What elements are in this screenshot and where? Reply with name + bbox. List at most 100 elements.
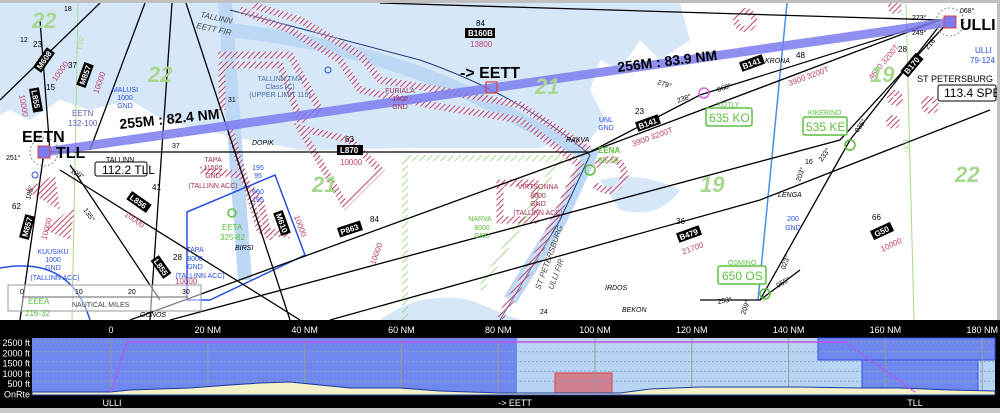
svg-text:TAPA: TAPA bbox=[204, 157, 222, 164]
svg-text:650 OS: 650 OS bbox=[722, 269, 763, 283]
svg-text:22: 22 bbox=[31, 8, 57, 33]
chart-map[interactable]: 0 10 20 30 NAUTICAL MILES 255M : 82.4 NM… bbox=[0, 0, 1000, 321]
x-tick-label: 60 NM bbox=[388, 325, 415, 335]
profile-waypoint-label: -> EETT bbox=[498, 398, 532, 408]
svg-text:112.2 TLL: 112.2 TLL bbox=[102, 163, 155, 177]
svg-text:B141: B141 bbox=[741, 56, 763, 71]
svg-text:KRONA: KRONA bbox=[765, 58, 790, 65]
y-tick-label: 1500 ft bbox=[2, 359, 30, 369]
svg-text:10000: 10000 bbox=[879, 236, 903, 254]
y-tick-label: 1000 ft bbox=[2, 369, 30, 379]
svg-text:251°: 251° bbox=[6, 154, 21, 162]
svg-text:84: 84 bbox=[370, 215, 379, 224]
svg-text:48: 48 bbox=[796, 51, 805, 60]
x-tick-label: 40 NM bbox=[291, 325, 318, 335]
restricted-areas bbox=[199, 1, 629, 320]
airport-ident-tll: TLL bbox=[56, 145, 86, 162]
eett-waypoint-marker[interactable] bbox=[485, 81, 498, 94]
svg-text:NARVA: NARVA bbox=[468, 216, 492, 223]
scale-bar: 0 10 20 30 NAUTICAL MILES bbox=[7, 284, 202, 312]
svg-text:ULLI: ULLI bbox=[975, 46, 992, 55]
svg-text:19: 19 bbox=[870, 62, 895, 87]
y-tick-label: 500 ft bbox=[7, 379, 30, 389]
svg-text:B160B: B160B bbox=[468, 29, 493, 38]
svg-text:GND: GND bbox=[45, 265, 61, 272]
svg-text:36: 36 bbox=[676, 217, 685, 226]
svg-text:LENGA: LENGA bbox=[778, 192, 802, 199]
svg-text:10000: 10000 bbox=[17, 94, 30, 118]
svg-text:12: 12 bbox=[20, 37, 28, 44]
isogonic-labels: E25° E30° bbox=[76, 34, 912, 156]
svg-text:L870: L870 bbox=[340, 146, 359, 155]
airport-eetn[interactable] bbox=[29, 137, 59, 167]
navaid-st-petersburg[interactable]: ST PETERSBURG 113.4 SPB bbox=[917, 74, 1000, 102]
svg-text:UNL: UNL bbox=[599, 117, 613, 124]
svg-text:15: 15 bbox=[46, 83, 55, 92]
svg-text:068°: 068° bbox=[716, 82, 732, 94]
svg-text:1400: 1400 bbox=[392, 96, 408, 103]
svg-text:P863: P863 bbox=[339, 222, 360, 237]
svg-text:GND: GND bbox=[598, 125, 614, 132]
svg-text:OSMINO: OSMINO bbox=[728, 260, 757, 267]
fix-labels: DOPIK RAKVA KRONA LENGA BIRSI IRDOS BEKO… bbox=[140, 58, 802, 319]
svg-text:21: 21 bbox=[534, 74, 559, 99]
svg-text:(TALLINN ACC): (TALLINN ACC) bbox=[30, 275, 79, 282]
restricted-circles bbox=[733, 0, 939, 129]
x-tick-label: 140 NM bbox=[773, 325, 805, 335]
navaid-kotly[interactable]: KOTLY 635 KO bbox=[705, 102, 753, 127]
svg-text:KUUSIKU: KUUSIKU bbox=[37, 249, 68, 256]
svg-text:31: 31 bbox=[228, 97, 236, 104]
svg-text:GND: GND bbox=[530, 201, 546, 208]
svg-text:VIRTSONNA: VIRTSONNA bbox=[518, 184, 559, 191]
svg-text:068°: 068° bbox=[960, 7, 975, 15]
svg-text:18: 18 bbox=[64, 6, 72, 13]
navaid-tallinn[interactable]: TALLINN 112.2 TLL bbox=[94, 157, 155, 177]
svg-text:GND: GND bbox=[187, 264, 203, 271]
navaid-osmino[interactable]: OSMINO 650 OS bbox=[717, 260, 767, 285]
y-tick-label: 2000 ft bbox=[2, 348, 30, 358]
svg-text:249°: 249° bbox=[912, 29, 927, 37]
svg-text:GND: GND bbox=[392, 104, 408, 111]
svg-text:GND: GND bbox=[117, 103, 133, 110]
svg-text:(TALLINN ACC): (TALLINN ACC) bbox=[175, 273, 224, 280]
svg-text:233°: 233° bbox=[817, 147, 832, 164]
map-canvas[interactable]: 0 10 20 30 NAUTICAL MILES 255M : 82.4 NM… bbox=[0, 0, 1000, 321]
y-tick-label: 2500 ft bbox=[2, 338, 30, 348]
svg-text:B479: B479 bbox=[678, 227, 700, 242]
svg-text:28: 28 bbox=[173, 253, 182, 262]
svg-text:GONOS: GONOS bbox=[140, 312, 166, 319]
svg-text:41: 41 bbox=[152, 183, 161, 192]
svg-text:10000: 10000 bbox=[175, 277, 198, 286]
svg-text:30: 30 bbox=[182, 289, 190, 296]
svg-text:10000: 10000 bbox=[340, 158, 363, 167]
hatched-area-west bbox=[25, 175, 75, 240]
navaid-kikerino[interactable]: KIKERINO 535 KE bbox=[802, 110, 848, 136]
svg-text:195: 195 bbox=[252, 165, 264, 172]
svg-text:273°: 273° bbox=[912, 14, 927, 22]
x-tick-label: 100 NM bbox=[579, 325, 611, 335]
svg-text:195: 195 bbox=[252, 197, 264, 204]
airport-ulli[interactable] bbox=[935, 7, 965, 37]
svg-text:Class (C): Class (C) bbox=[265, 84, 294, 91]
route-line[interactable] bbox=[43, 17, 951, 157]
lake-peipus bbox=[380, 297, 520, 320]
svg-text:EETN: EETN bbox=[72, 109, 94, 118]
svg-text:11500: 11500 bbox=[204, 165, 223, 172]
y-tick-label: OnRte bbox=[4, 390, 30, 400]
svg-text:635 KO: 635 KO bbox=[709, 111, 750, 125]
svg-text:185°: 185° bbox=[24, 184, 36, 200]
isogonic-line bbox=[71, 2, 79, 321]
